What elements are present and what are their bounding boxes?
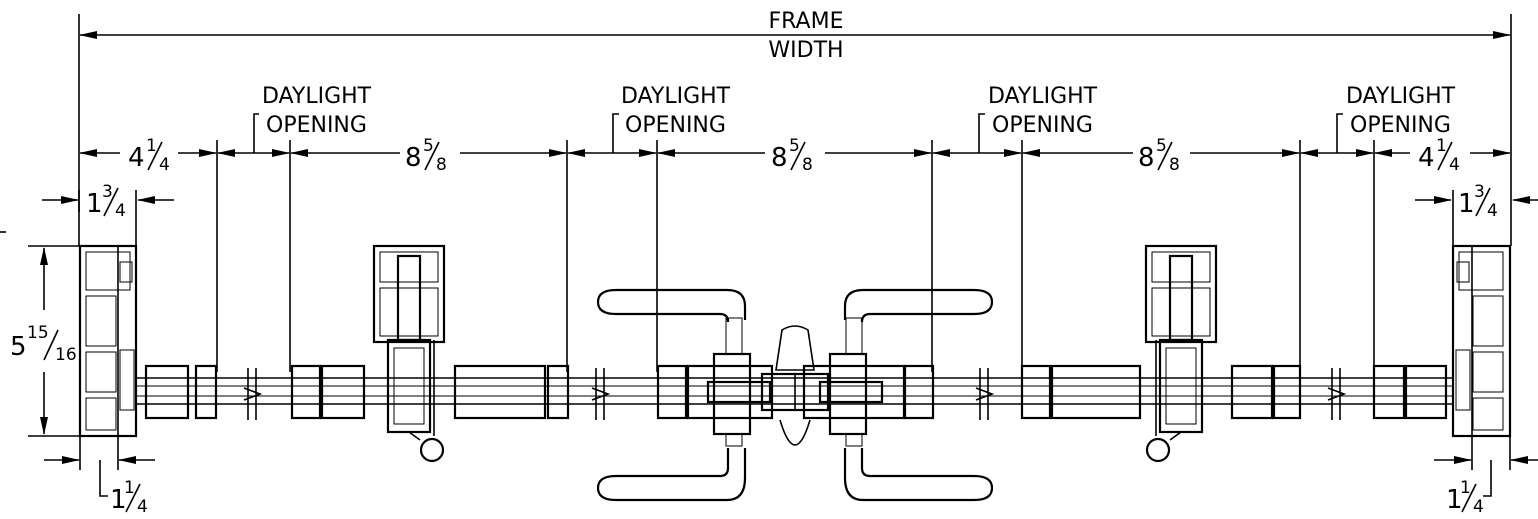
dim-sightline-right-whole: 1	[1446, 485, 1463, 515]
daylight-label-4: DAYLIGHT OPENING	[1336, 84, 1456, 153]
daylight-label-2: DAYLIGHT OPENING	[612, 84, 731, 153]
dim-outer-left-den: 4	[159, 155, 170, 175]
daylight-label-1-line2: OPENING	[266, 113, 367, 138]
daylight-label-1-line1: DAYLIGHT	[262, 84, 372, 109]
dim-jamb-left-whole: 1	[86, 189, 103, 219]
frame-label-line1: FRAME	[769, 9, 844, 34]
right-jamb-profile	[1451, 244, 1512, 438]
lever-handles	[596, 288, 994, 502]
dim-depth-num: 15	[27, 323, 49, 343]
frame-width-dimension: FRAME WIDTH	[78, 9, 1512, 246]
left-jamb-profile	[78, 244, 138, 438]
daylight-label-4-line2: OPENING	[1350, 113, 1451, 138]
dim-jamb-right: 1 3 4	[1415, 182, 1538, 221]
daylight-opening-labels: DAYLIGHT OPENING DAYLIGHT OPENING DAYLIG…	[253, 84, 1456, 153]
daylight-label-2-line1: DAYLIGHT	[621, 84, 731, 109]
dim-center-1-num: 5	[423, 136, 434, 156]
dim-depth: 5 15 16	[10, 245, 80, 437]
dim-sightline-right-num: 1	[1460, 478, 1471, 498]
extension-lines	[135, 140, 1454, 372]
dim-sightline-right-den: 4	[1473, 497, 1484, 517]
dim-center-1: 8 5 8	[405, 136, 447, 175]
dim-jamb-right-num: 3	[1474, 182, 1485, 202]
break-marks	[243, 368, 1347, 420]
dim-outer-right-whole: 4	[1418, 143, 1435, 173]
daylight-label-3-line2: OPENING	[992, 113, 1093, 138]
dim-outer-left-num: 1	[146, 136, 157, 156]
right-hinge-assembly	[1144, 244, 1218, 463]
left-hinge-assembly	[372, 244, 446, 463]
dim-depth-den: 16	[55, 345, 77, 365]
dim-outer-left: 4 1 4	[128, 136, 170, 175]
dim-center-2-den: 8	[802, 155, 813, 175]
door-rails	[144, 364, 1448, 420]
daylight-label-2-line2: OPENING	[625, 113, 726, 138]
dim-center-1-whole: 8	[405, 143, 422, 173]
dim-center-2-whole: 8	[771, 143, 788, 173]
dim-depth-whole: 5	[10, 332, 27, 362]
dim-center-3-whole: 8	[1138, 143, 1155, 173]
dim-center-3-den: 8	[1169, 155, 1180, 175]
dim-jamb-left-num: 3	[102, 182, 113, 202]
dim-sightline-right: 1 1 4	[1434, 436, 1538, 517]
daylight-label-4-line1: DAYLIGHT	[1346, 84, 1456, 109]
dim-outer-right-num: 1	[1436, 136, 1447, 156]
dim-sightline-left-num: 1	[124, 478, 135, 498]
dim-sightline-left-den: 4	[137, 497, 148, 517]
daylight-label-3: DAYLIGHT OPENING	[978, 84, 1098, 153]
dim-center-1-den: 8	[436, 155, 447, 175]
dim-jamb-right-whole: 1	[1458, 189, 1475, 219]
dim-jamb-right-den: 4	[1487, 201, 1498, 221]
dim-outer-right: 4 1 4	[1418, 136, 1460, 175]
main-dimension-string: 4 1 4 8 5 8 8 5 8 8 5 8 4 1 4	[79, 136, 1511, 175]
frame-label-line2: WIDTH	[768, 38, 843, 63]
daylight-label-3-line1: DAYLIGHT	[988, 84, 1098, 109]
dim-outer-left-whole: 4	[128, 143, 145, 173]
dim-center-2-num: 5	[789, 136, 800, 156]
center-lock-assembly	[686, 317, 906, 447]
dim-center-2: 8 5 8	[771, 136, 813, 175]
dim-jamb-left: 1 3 4	[42, 182, 174, 221]
daylight-label-1: DAYLIGHT OPENING	[253, 84, 372, 153]
dim-center-3-num: 5	[1156, 136, 1167, 156]
dim-outer-right-den: 4	[1449, 155, 1460, 175]
dim-sightline-left: 1 1 4	[44, 436, 155, 517]
dim-sightline-left-whole: 1	[110, 485, 127, 515]
dim-center-3: 8 5 8	[1138, 136, 1180, 175]
dim-jamb-left-den: 4	[115, 201, 126, 221]
